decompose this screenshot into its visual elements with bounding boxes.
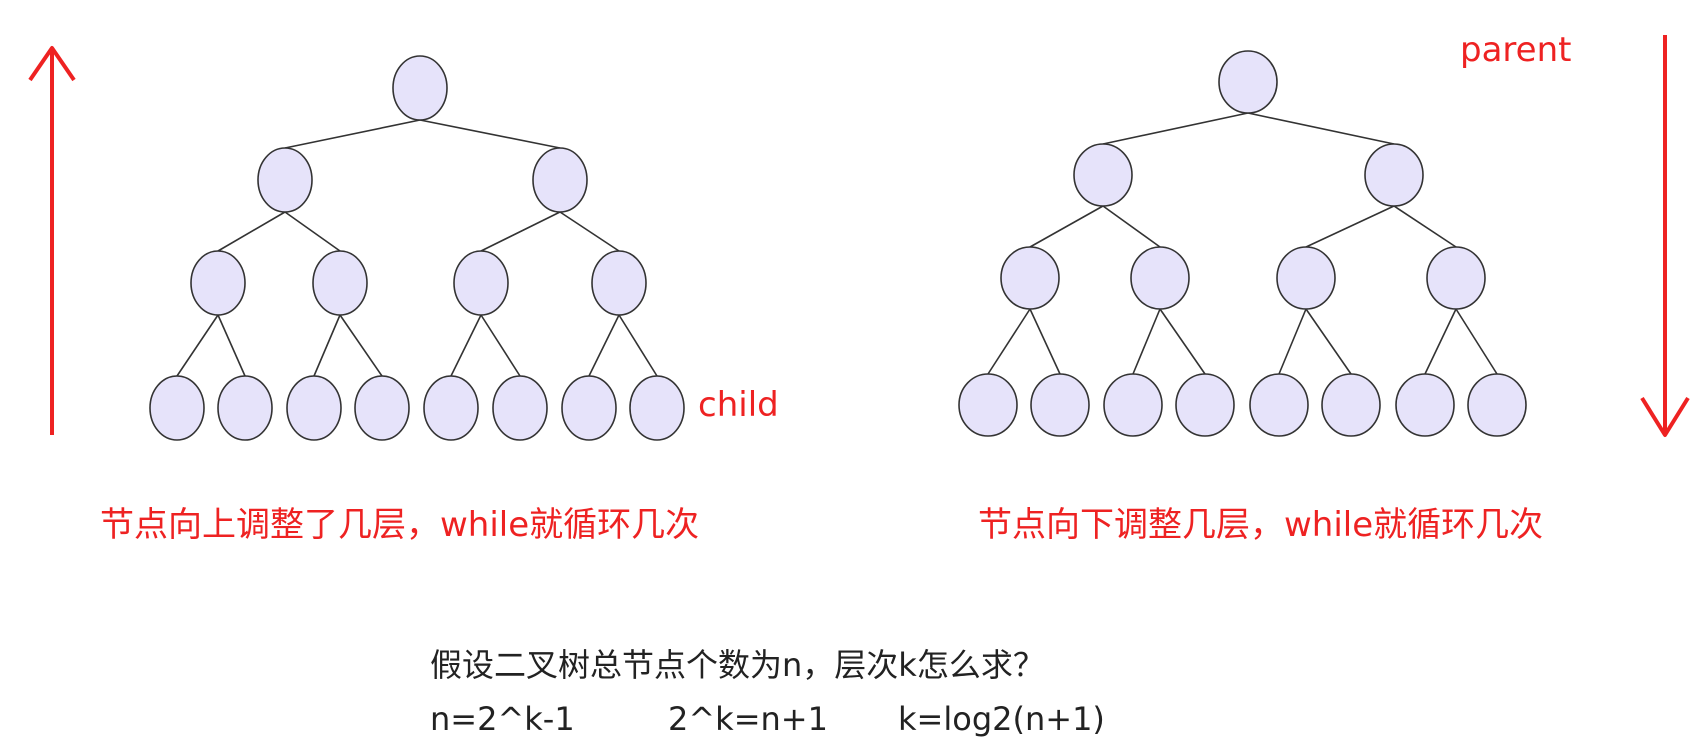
tree-node <box>190 250 246 316</box>
tree-node <box>591 250 647 316</box>
tree-node <box>286 375 342 441</box>
tree-edge <box>284 211 341 252</box>
tree-edge <box>987 308 1031 375</box>
parent-label: parent <box>1460 30 1572 70</box>
left-tree <box>149 55 685 441</box>
tree-node <box>1073 143 1133 207</box>
tree-edge <box>1132 308 1161 375</box>
formula-1: n=2^k-1 <box>430 700 575 738</box>
tree-node <box>453 250 509 316</box>
tree-edge <box>313 314 341 377</box>
tree-node <box>1426 246 1486 310</box>
tree-node <box>629 375 685 441</box>
tree-edge <box>450 314 482 377</box>
tree-node <box>532 147 588 213</box>
tree-edge <box>217 211 286 252</box>
tree-node <box>354 375 410 441</box>
tree-edge <box>176 314 219 377</box>
tree-node <box>1467 373 1527 437</box>
tree-edge <box>1247 112 1395 145</box>
tree-node <box>1175 373 1235 437</box>
tree-edge <box>419 119 561 149</box>
tree-edge <box>1029 205 1104 248</box>
tree-edge <box>1278 308 1307 375</box>
tree-node <box>1364 143 1424 207</box>
tree-edge <box>1102 112 1249 145</box>
tree-node <box>1103 373 1163 437</box>
tree-edge <box>588 314 620 377</box>
tree-edge <box>1159 308 1206 375</box>
tree-node <box>1218 50 1278 114</box>
right-tree <box>958 50 1527 437</box>
tree-node <box>149 375 205 441</box>
question-text: 假设二叉树总节点个数为n，层次k怎么求？ <box>430 646 1045 684</box>
tree-node <box>392 55 448 121</box>
tree-node <box>958 373 1018 437</box>
tree-node <box>217 375 273 441</box>
tree-edge <box>217 314 246 377</box>
tree-node <box>492 375 548 441</box>
tree-node <box>423 375 479 441</box>
tree-node <box>1249 373 1309 437</box>
tree-node <box>1395 373 1455 437</box>
tree-node <box>1276 246 1336 310</box>
tree-edge <box>1102 205 1161 248</box>
tree-edge <box>559 211 620 252</box>
caption-sift-up: 节点向上调整了几层，while就循环几次 <box>100 505 700 545</box>
tree-edge <box>284 119 421 149</box>
up-arrow <box>28 46 76 435</box>
tree-node <box>1000 246 1060 310</box>
tree-edge <box>1305 308 1352 375</box>
tree-edge <box>339 314 383 377</box>
tree-node <box>257 147 313 213</box>
tree-edge <box>1305 205 1395 248</box>
down-arrow <box>1640 35 1690 437</box>
tree-edge <box>618 314 658 377</box>
tree-edge <box>1393 205 1457 248</box>
tree-node <box>312 250 368 316</box>
child-label: child <box>698 385 779 425</box>
tree-edge <box>1029 308 1061 375</box>
tree-node <box>1030 373 1090 437</box>
tree-edge <box>480 314 521 377</box>
tree-node <box>1130 246 1190 310</box>
tree-node <box>561 375 617 441</box>
formula-3: k=log2(n+1) <box>898 700 1105 738</box>
tree-edge <box>1424 308 1457 375</box>
tree-edge <box>1455 308 1498 375</box>
tree-node <box>1321 373 1381 437</box>
caption-sift-down: 节点向下调整几层，while就循环几次 <box>978 505 1544 545</box>
formula-2: 2^k=n+1 <box>668 700 828 738</box>
tree-edge <box>480 211 561 252</box>
